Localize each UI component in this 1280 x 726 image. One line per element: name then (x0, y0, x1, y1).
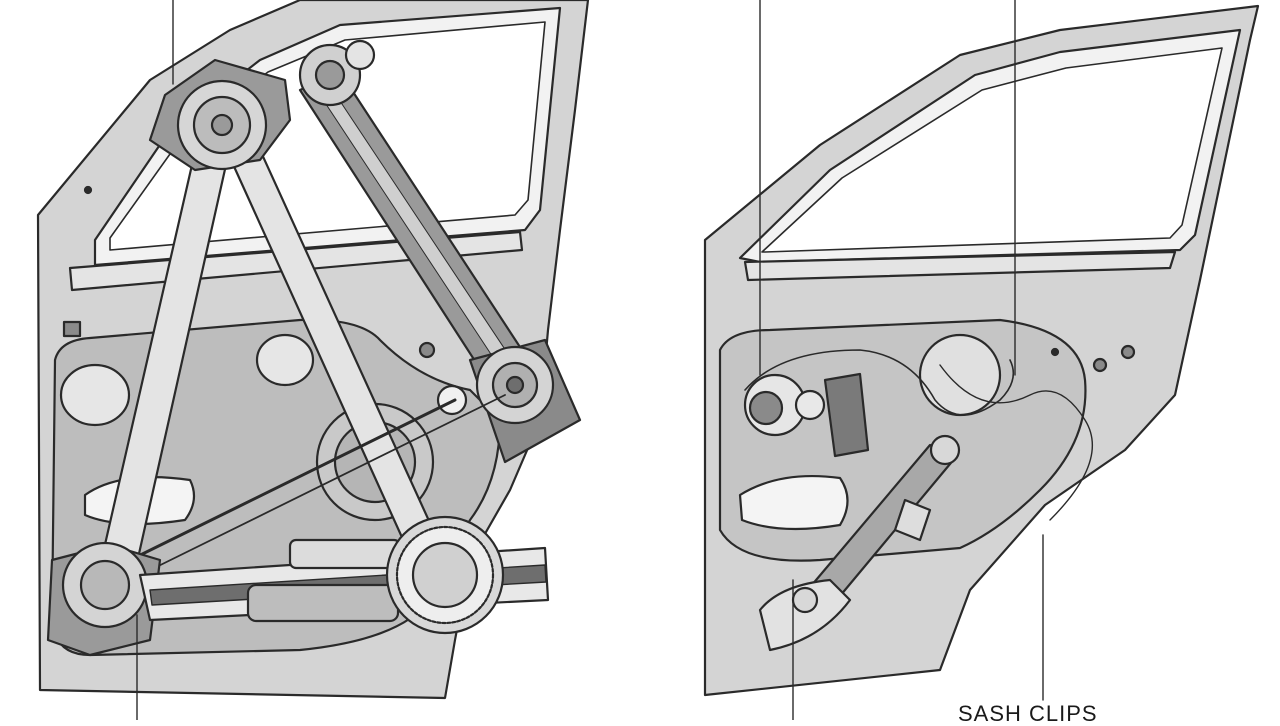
left-clip-square (62, 320, 82, 338)
right-wire-harness-2 (939, 364, 1093, 521)
right-handle-cutout (738, 474, 849, 531)
lower-pivot-gear-inner (79, 559, 131, 611)
right-bolt-2 (1120, 344, 1136, 360)
motor-body (246, 583, 400, 623)
upper-mount-bolt (344, 39, 376, 71)
motor-housing (288, 538, 402, 570)
motor-drum-center (411, 541, 479, 609)
right-pulley-bottom (791, 586, 819, 614)
upper-rear-pulley-hub (314, 59, 346, 91)
right-window-glass (761, 47, 1223, 253)
right-bolt-1 (1092, 357, 1108, 373)
right-pulley-hub (505, 375, 525, 395)
right-grommet (748, 390, 784, 426)
left-access-hole-1 (59, 363, 131, 427)
upper-pivot-hub (210, 113, 234, 137)
regulator-cable-2 (129, 394, 506, 581)
right-door-assembly (703, 0, 1260, 720)
sash-clips-label: SASH CLIPS (958, 701, 1098, 726)
right-pulley-top (929, 434, 961, 466)
right-rail-carrier (893, 498, 932, 542)
left-door-assembly (36, 0, 590, 720)
right-bolt-3 (1050, 347, 1060, 357)
right-belt-line (743, 250, 1177, 282)
left-bolt-2 (83, 185, 93, 195)
right-motor-module (823, 372, 870, 458)
right-speaker-recess (918, 333, 1002, 417)
left-bolt-1 (418, 341, 436, 359)
right-connector (794, 389, 826, 421)
regulator-cable-1 (118, 398, 457, 567)
right-wire-harness (744, 349, 1015, 416)
right-rail-bottom-bracket (758, 578, 852, 652)
left-access-hole-2 (255, 333, 315, 387)
